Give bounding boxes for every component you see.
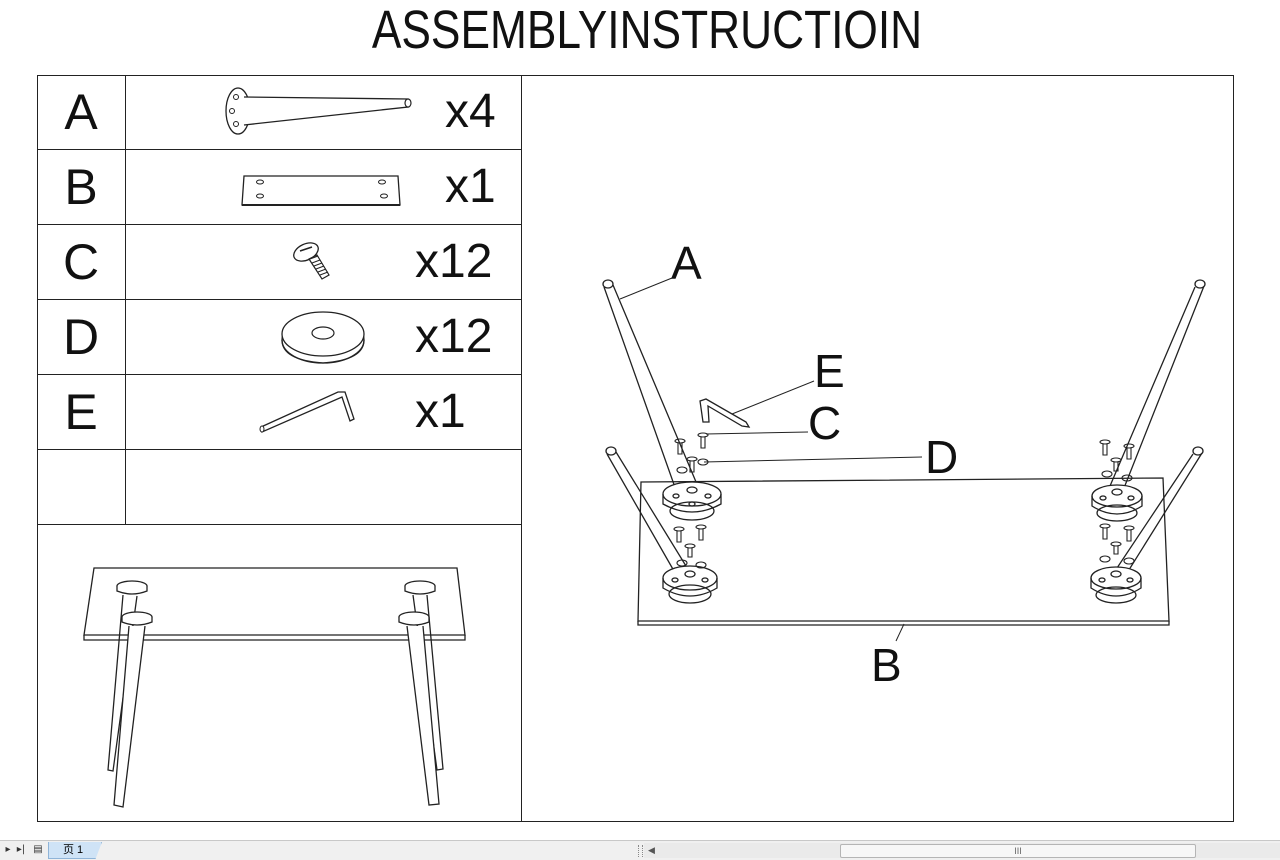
mounting-plate-icon bbox=[241, 175, 401, 206]
callout-d: D bbox=[925, 431, 959, 483]
last-sheet-icon[interactable]: ▸| bbox=[16, 844, 26, 855]
insert-sheet-icon[interactable]: ▤ bbox=[33, 844, 43, 855]
part-code-empty bbox=[37, 450, 126, 524]
washer-icon bbox=[281, 311, 365, 364]
allen-key-icon bbox=[259, 391, 355, 433]
sheet-tab-bar: ▸ ▸| ▤ 页 1 ◀ III bbox=[0, 840, 1280, 860]
sheet-tab-page-1[interactable]: 页 1 bbox=[48, 842, 102, 859]
part-code: C bbox=[37, 225, 126, 299]
part-row-b: B x1 bbox=[37, 150, 522, 225]
assembled-table-illustration bbox=[83, 567, 466, 808]
tab-split-handle[interactable] bbox=[638, 845, 643, 857]
part-qty: x12 bbox=[415, 235, 493, 288]
screw-icon bbox=[293, 242, 330, 280]
part-code: E bbox=[37, 375, 126, 449]
callout-c: C bbox=[808, 397, 842, 449]
exploded-assembly-diagram bbox=[602, 277, 1206, 642]
instruction-frame bbox=[37, 75, 1234, 822]
table-leg-icon bbox=[225, 87, 412, 135]
part-qty: x12 bbox=[415, 310, 493, 363]
part-row-e: E x1 bbox=[37, 375, 522, 450]
callout-b: B bbox=[871, 639, 902, 691]
part-code: A bbox=[37, 75, 126, 149]
part-qty: x1 bbox=[445, 160, 496, 213]
part-qty: x1 bbox=[415, 385, 466, 438]
horizontal-scrollbar[interactable]: ◀ III bbox=[644, 843, 1280, 858]
part-row-c: C x12 bbox=[37, 225, 522, 300]
document-title: ASSEMBLYINSTRUCTIOIN bbox=[371, 0, 923, 60]
next-sheet-icon[interactable]: ▸ bbox=[5, 844, 11, 855]
part-row-a: A x4 bbox=[37, 75, 522, 150]
frame-divider bbox=[521, 75, 522, 822]
scroll-left-icon[interactable]: ◀ bbox=[648, 845, 655, 855]
part-row-empty bbox=[37, 450, 522, 525]
scroll-thumb[interactable]: III bbox=[840, 844, 1196, 858]
callout-e: E bbox=[814, 345, 845, 397]
part-row-d: D x12 bbox=[37, 300, 522, 375]
part-code: D bbox=[37, 300, 126, 374]
callout-a: A bbox=[671, 237, 702, 289]
part-qty: x4 bbox=[445, 85, 496, 138]
part-code: B bbox=[37, 150, 126, 224]
